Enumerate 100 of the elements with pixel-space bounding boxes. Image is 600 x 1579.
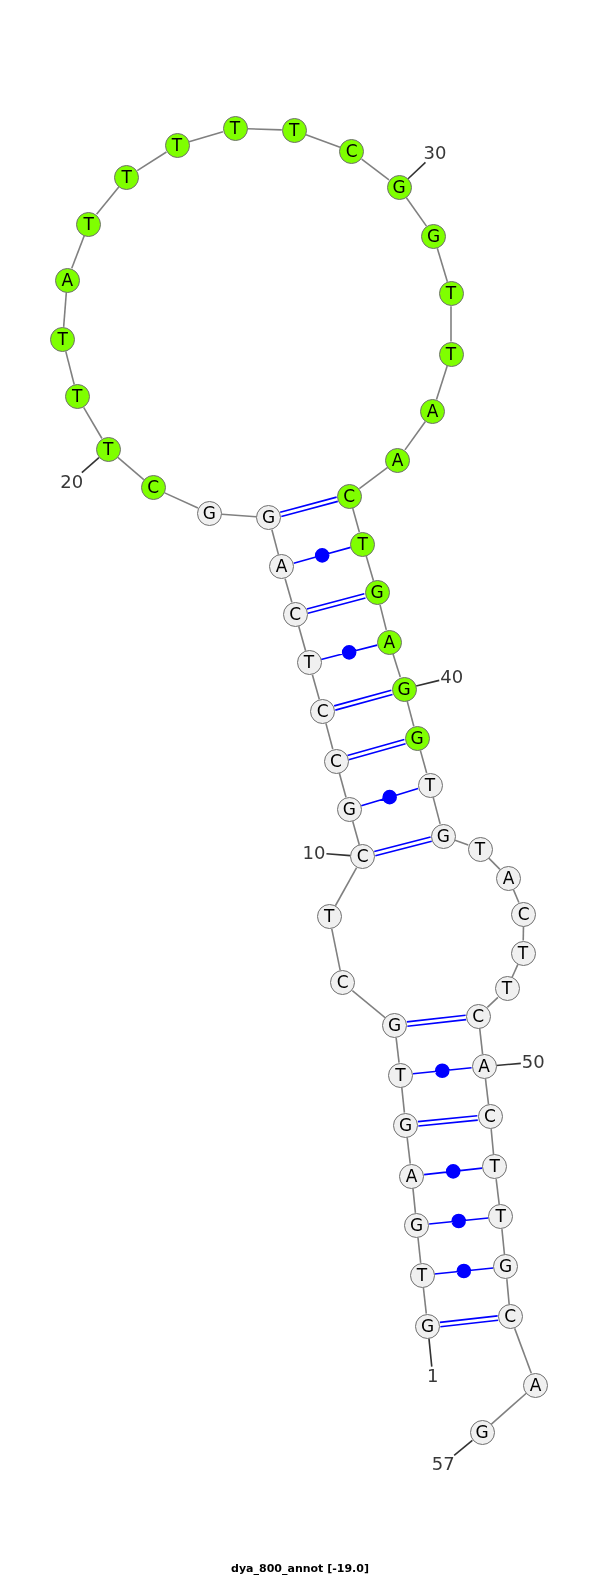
nucleotide-circle: T bbox=[494, 976, 520, 1002]
backbone-line bbox=[95, 186, 120, 216]
nucleotide-circle: G bbox=[196, 500, 222, 526]
backbone-line bbox=[82, 406, 103, 440]
nucleotide-circle: C bbox=[323, 748, 349, 774]
backbone-line bbox=[401, 1086, 406, 1114]
nucleotide-circle: T bbox=[316, 904, 342, 930]
nucleotide-circle: G bbox=[336, 796, 362, 822]
backbone-line bbox=[435, 365, 448, 401]
nucleotide-circle: T bbox=[50, 326, 76, 352]
backbone-line bbox=[64, 350, 75, 386]
nucleotide-circle: G bbox=[404, 1212, 430, 1238]
backbone-line bbox=[395, 1037, 400, 1064]
nucleotide-circle: A bbox=[471, 1054, 497, 1079]
base-pair-double-line bbox=[373, 836, 433, 857]
nucleotide-circle: C bbox=[497, 1304, 523, 1330]
position-number: 57 bbox=[430, 1455, 456, 1474]
nucleotide-circle: G bbox=[382, 1013, 408, 1038]
base-pair-double-line bbox=[279, 496, 339, 518]
base-pair-dot-line bbox=[433, 1263, 495, 1279]
backbone-line bbox=[351, 507, 361, 533]
nucleotide-circle: C bbox=[465, 1003, 491, 1029]
base-pair-double-line bbox=[346, 738, 407, 761]
leader-line bbox=[453, 1439, 474, 1457]
backbone-line bbox=[271, 528, 280, 556]
base-pair-double-line bbox=[439, 1315, 499, 1328]
nucleotide-circle: T bbox=[510, 940, 536, 966]
nucleotide-circle: G bbox=[386, 174, 412, 200]
backbone-line bbox=[417, 1236, 422, 1264]
nucleotide-circle: A bbox=[376, 629, 402, 655]
leader-line bbox=[415, 679, 441, 687]
backbone-line bbox=[501, 1228, 506, 1256]
backbone-line bbox=[117, 456, 145, 481]
backbone-line bbox=[246, 127, 283, 131]
nucleotide-circle: T bbox=[438, 341, 464, 367]
nucleotide-circle: T bbox=[488, 1204, 514, 1230]
nucleotide-circle: T bbox=[296, 650, 322, 676]
position-number: 10 bbox=[301, 843, 327, 862]
backbone-line bbox=[406, 700, 415, 727]
backbone-line bbox=[478, 1027, 484, 1055]
backbone-line bbox=[490, 1128, 495, 1156]
backbone-line bbox=[379, 604, 388, 631]
backbone-line bbox=[422, 1286, 428, 1315]
backbone-line bbox=[163, 492, 199, 509]
backbone-line bbox=[358, 466, 389, 490]
backbone-line bbox=[484, 1078, 490, 1106]
nucleotide-circle: G bbox=[393, 1112, 419, 1138]
backbone-line bbox=[405, 196, 428, 227]
nucleotide-circle: T bbox=[467, 836, 493, 862]
nucleotide-circle: T bbox=[350, 531, 376, 557]
nucleotide-circle: G bbox=[391, 676, 417, 702]
nucleotide-circle: C bbox=[350, 844, 376, 870]
nucleotide-circle: G bbox=[469, 1419, 495, 1445]
leader-line bbox=[495, 1062, 522, 1067]
backbone-line bbox=[490, 1392, 528, 1425]
nucleotide-circle: G bbox=[493, 1254, 519, 1280]
backbone-line bbox=[360, 158, 390, 181]
backbone-line bbox=[351, 989, 386, 1019]
nucleotide-circle: T bbox=[76, 211, 102, 237]
backbone-line bbox=[419, 749, 428, 774]
base-pair-dot-line bbox=[360, 787, 419, 807]
position-number: 50 bbox=[520, 1053, 546, 1072]
backbone-line bbox=[412, 1187, 417, 1214]
nucleotide-circle: T bbox=[164, 132, 190, 158]
base-pair-dot-line bbox=[320, 644, 378, 661]
backbone-line bbox=[406, 1136, 412, 1165]
base-pair-dot-line bbox=[292, 546, 352, 565]
nucleotide-circle: A bbox=[420, 398, 446, 424]
backbone-line bbox=[513, 1327, 533, 1375]
nucleotide-circle: C bbox=[511, 901, 537, 927]
nucleotide-circle: T bbox=[114, 164, 140, 190]
backbone-line bbox=[454, 839, 470, 846]
nucleotide-circle: A bbox=[385, 447, 411, 473]
nucleotide-circle: A bbox=[269, 554, 295, 580]
backbone-line bbox=[351, 820, 361, 846]
backbone-line bbox=[330, 928, 341, 972]
backbone-line bbox=[365, 555, 375, 582]
leader-line bbox=[428, 1337, 433, 1368]
nucleotide-circle: G bbox=[404, 725, 430, 751]
base-pair-double-line bbox=[306, 592, 367, 615]
nucleotide-circle: C bbox=[140, 475, 166, 501]
nucleotide-circle: C bbox=[310, 698, 336, 724]
backbone-line bbox=[495, 1178, 500, 1206]
base-pair-dot-line bbox=[428, 1213, 490, 1229]
nucleotide-circle: T bbox=[281, 117, 307, 143]
leader-line bbox=[407, 161, 427, 180]
nucleotide-circle: G bbox=[415, 1313, 441, 1339]
backbone-line bbox=[220, 513, 258, 518]
nucleotide-circle: C bbox=[477, 1104, 503, 1130]
backbone-line bbox=[512, 889, 520, 904]
nucleotide-circle: G bbox=[430, 823, 456, 849]
nucleotide-circle: T bbox=[417, 772, 443, 798]
base-pair-dot-line bbox=[412, 1063, 473, 1079]
backbone-line bbox=[311, 673, 321, 701]
caption: dya_800_annot [-19.0] bbox=[231, 1562, 369, 1576]
nucleotide-circle: T bbox=[95, 436, 121, 462]
backbone-line bbox=[297, 625, 307, 652]
nucleotide-circle: T bbox=[409, 1262, 435, 1288]
backbone-line bbox=[325, 722, 334, 750]
nucleotide-circle: C bbox=[336, 483, 362, 509]
